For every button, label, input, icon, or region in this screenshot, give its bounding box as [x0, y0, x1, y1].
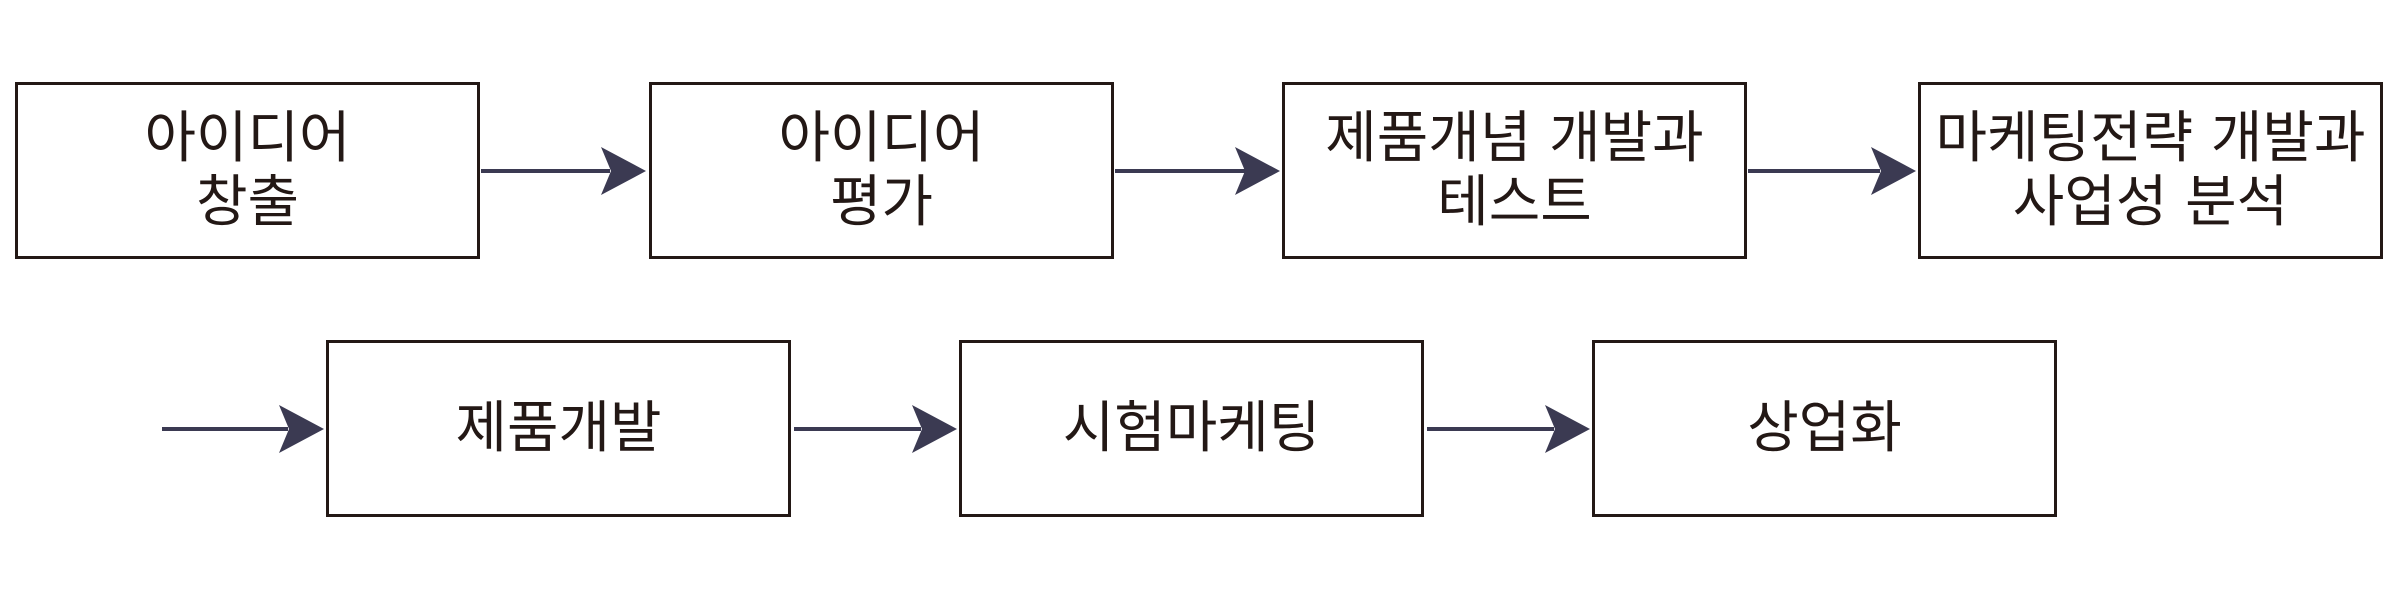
step-label-line1: 아이디어 [144, 105, 351, 171]
step-marketing-strategy: 마케팅전략 개발과 사업성 분석 [1918, 82, 2383, 259]
arrow-step1-to-step2 [481, 147, 646, 195]
step-label: 제품개발 [455, 395, 662, 461]
arrow-step6-to-step7 [1427, 405, 1590, 453]
step-test-marketing: 시험마케팅 [959, 340, 1424, 517]
arrow-step3-to-step4 [1748, 147, 1916, 195]
arrow-step2-to-step3 [1115, 147, 1280, 195]
step-label: 상업화 [1747, 395, 1902, 461]
step-idea-evaluation: 아이디어 평가 [649, 82, 1114, 259]
step-label-line2: 테스트 [1437, 169, 1592, 235]
step-concept-development: 제품개념 개발과 테스트 [1282, 82, 1747, 259]
step-label-line2: 사업성 분석 [2012, 169, 2289, 235]
step-label-line2: 평가 [829, 169, 934, 235]
step-label: 시험마케팅 [1062, 395, 1321, 461]
step-label-line2: 창출 [195, 169, 300, 235]
step-idea-generation: 아이디어 창출 [15, 82, 480, 259]
arrow-continue-to-step5 [162, 405, 324, 453]
arrow-step5-to-step6 [794, 405, 957, 453]
step-label-line1: 아이디어 [778, 105, 985, 171]
step-commercialization: 상업화 [1592, 340, 2057, 517]
step-product-development: 제품개발 [326, 340, 791, 517]
step-label-line1: 마케팅전략 개발과 [1935, 105, 2366, 171]
step-label-line1: 제품개념 개발과 [1325, 105, 1704, 171]
